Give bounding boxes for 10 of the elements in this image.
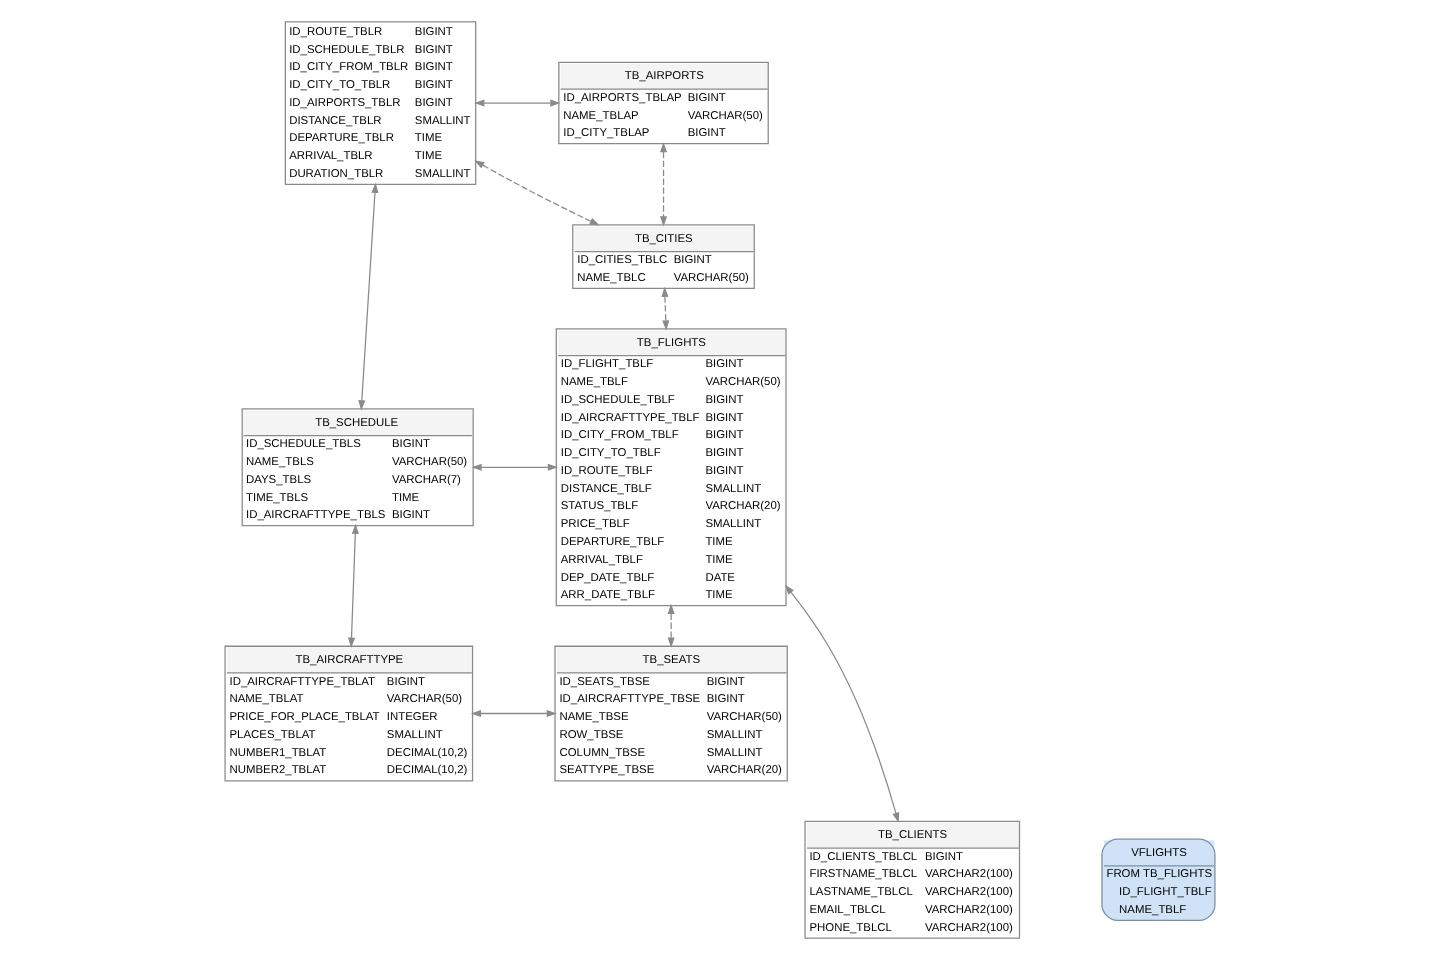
arrow xyxy=(471,463,558,471)
arrow xyxy=(784,584,900,823)
arrow xyxy=(667,603,675,648)
arrow xyxy=(661,286,670,331)
arrow xyxy=(474,99,561,107)
arrow xyxy=(470,709,557,718)
arrow xyxy=(474,160,600,226)
arrow xyxy=(358,182,379,411)
arrow xyxy=(347,523,359,648)
arrow xyxy=(659,142,668,227)
